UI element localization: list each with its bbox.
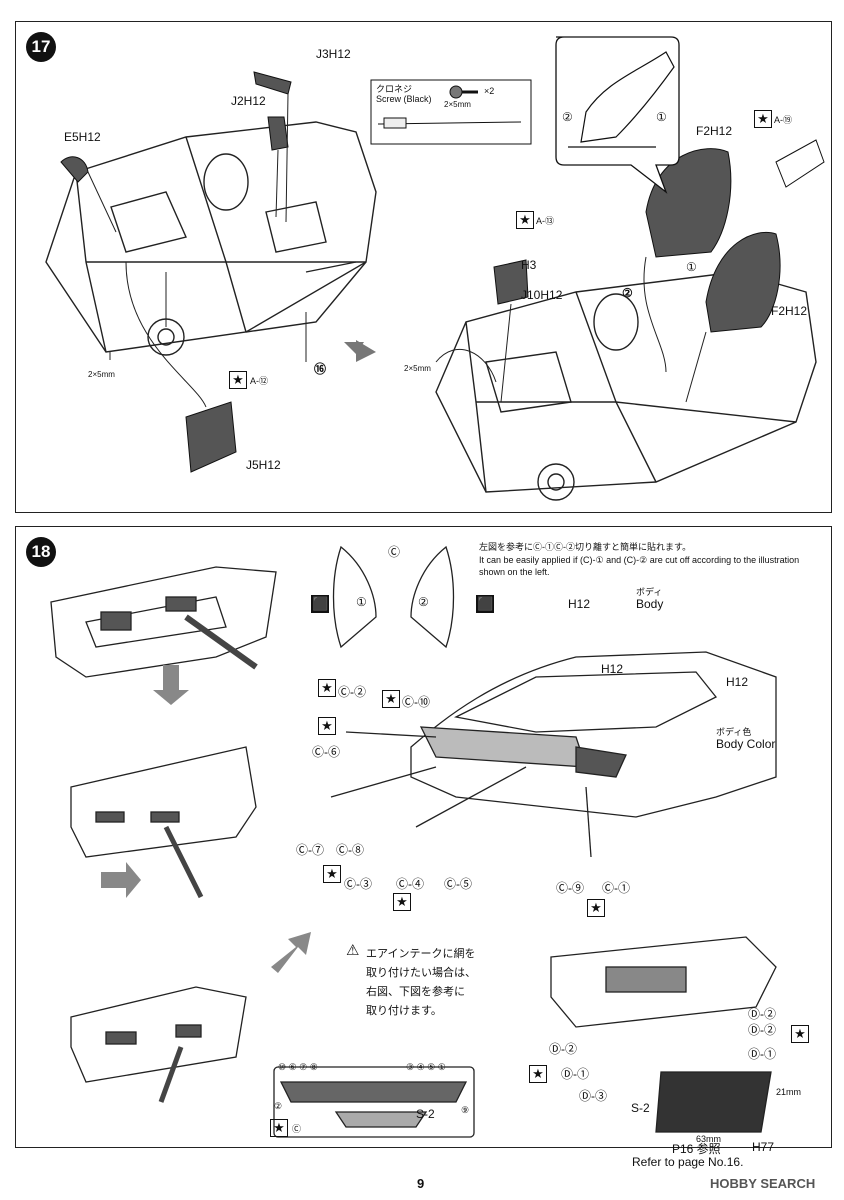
- label-c-3: Ⓒ-③: [344, 877, 372, 891]
- label-c-1: Ⓒ-①: [602, 881, 630, 895]
- label-d-2c: Ⓓ-②: [549, 1042, 577, 1056]
- label-a19: A-⑲: [774, 115, 793, 125]
- label-s2-mesh: S-2: [631, 1101, 650, 1115]
- label-screw-size-left: 2×5mm: [88, 370, 115, 379]
- label-j2: J2H12: [231, 94, 266, 108]
- note-jp: 左図を参考にⒸ-①Ⓒ-②切り離すと簡単に貼れます。: [479, 542, 692, 552]
- warning-line-2: 取り付けたい場合は、: [366, 967, 476, 979]
- label-j10: J10H12: [521, 288, 563, 302]
- star-icon: ★: [393, 893, 411, 911]
- star-icon: ★: [229, 371, 247, 389]
- callout-1: ①: [686, 260, 697, 274]
- label-h12-hood: H12: [601, 662, 624, 676]
- bar-label-2: ②: [274, 1101, 283, 1111]
- bar-label-s2: S-2: [416, 1107, 435, 1121]
- label-h12-body: H12: [568, 597, 591, 611]
- bar-label-c: Ⓒ: [292, 1124, 302, 1134]
- label-d-2a: Ⓓ-②: [748, 1007, 776, 1021]
- label-j5: J5H12: [246, 458, 281, 472]
- label-c-7: Ⓒ-⑦: [296, 843, 324, 857]
- label-a13: A-⑬: [536, 216, 555, 226]
- label-c-6: Ⓒ-⑥: [312, 745, 340, 759]
- note-en-text: It can be easily applied if (C)-① and (C…: [479, 555, 800, 577]
- callout-2: ②: [622, 286, 633, 300]
- screw-box-jp: クロネジ: [376, 84, 413, 94]
- warning-line-3: 右図、下図を参考に: [366, 986, 465, 998]
- star-icon: ⬛: [311, 595, 329, 613]
- inset-label-2: ②: [562, 110, 573, 124]
- star-icon: ★: [318, 679, 336, 697]
- label-c-10: Ⓒ-⑩: [402, 695, 430, 709]
- warning-icon: ⚠: [346, 942, 360, 959]
- label-c-4: Ⓒ-④: [396, 877, 424, 891]
- label-body-en: Body: [636, 597, 664, 611]
- note-en: It can be easily applied if (C)-① and (C…: [479, 554, 809, 578]
- label-e5: E5H12: [64, 130, 101, 144]
- label-h12-side: H12: [726, 675, 749, 689]
- bar-nums-left: ⑩ ⑥ ⑦ ⑧: [278, 1062, 318, 1072]
- label-ref-en: Refer to page No.16.: [632, 1155, 744, 1169]
- star-icon: ★: [529, 1065, 547, 1083]
- label-dim-h: 21mm: [776, 1087, 802, 1097]
- label-c-5: Ⓒ-⑤: [444, 877, 472, 891]
- watermark: HOBBY SEARCH: [710, 1176, 816, 1191]
- star-icon: ★: [516, 211, 534, 229]
- label-c-2: Ⓒ-②: [338, 685, 366, 699]
- screw-box-qty: ×2: [484, 86, 495, 96]
- screw-box-size: 2×5mm: [444, 100, 471, 109]
- label-d-2b: Ⓓ-②: [748, 1023, 776, 1037]
- decal-c1-label: ①: [356, 595, 367, 609]
- star-icon: ★: [754, 110, 772, 128]
- warning-line-4: 取り付けます。: [366, 1005, 442, 1017]
- decal-c-label: Ⓒ: [388, 545, 401, 559]
- label-h77: H77: [752, 1140, 775, 1154]
- label-f2-top: F2H12: [696, 124, 733, 138]
- label-d-1a: Ⓓ-①: [561, 1067, 589, 1081]
- step-17-drawing: [45, 36, 825, 501]
- label-body-color-en: Body Color: [716, 737, 776, 751]
- star-icon: ★: [323, 865, 341, 883]
- label-h3: H3: [521, 258, 537, 272]
- step-18-drawing: [50, 545, 777, 1138]
- label-body-jp: ボディ: [636, 587, 663, 597]
- star-icon: ★: [382, 690, 400, 708]
- label-a12: A-⑫: [250, 376, 269, 386]
- label-body-color-jp: ボディ色: [716, 727, 752, 737]
- inset-label-1: ①: [656, 110, 667, 124]
- step-17-panel: 17: [15, 21, 832, 513]
- page-number: 9: [417, 1176, 425, 1191]
- warning-line-1: エアインテークに網を: [366, 948, 476, 960]
- star-icon: ⬛: [476, 595, 494, 613]
- decal-c2-label: ②: [418, 595, 429, 609]
- bar-label-9: ⑨: [461, 1105, 470, 1115]
- label-f2-bottom: F2H12: [771, 304, 808, 318]
- step-18-panel: 18: [15, 526, 832, 1148]
- star-icon: ★: [587, 899, 605, 917]
- star-icon: ★: [270, 1119, 288, 1137]
- bar-nums-right: ③ ④ ⑤ ①: [406, 1062, 446, 1072]
- label-j3: J3H12: [316, 47, 351, 61]
- star-icon: ★: [318, 717, 336, 735]
- star-icon: ★: [791, 1025, 809, 1043]
- label-d-1b: Ⓓ-①: [748, 1047, 776, 1061]
- label-d-3: Ⓓ-③: [579, 1089, 607, 1103]
- step-18-number: 18: [26, 537, 56, 567]
- label-ref-jp: P16 参照: [672, 1142, 721, 1156]
- label-dim-w: 63mm: [696, 1134, 722, 1144]
- step-17-number: 17: [26, 32, 56, 62]
- label-part16: ⑯: [314, 362, 327, 376]
- screw-box-en: Screw (Black): [376, 94, 432, 104]
- label-c-8: Ⓒ-⑧: [336, 843, 364, 857]
- label-c-9: Ⓒ-⑨: [556, 881, 584, 895]
- label-screw-size-right: 2×5mm: [404, 364, 431, 373]
